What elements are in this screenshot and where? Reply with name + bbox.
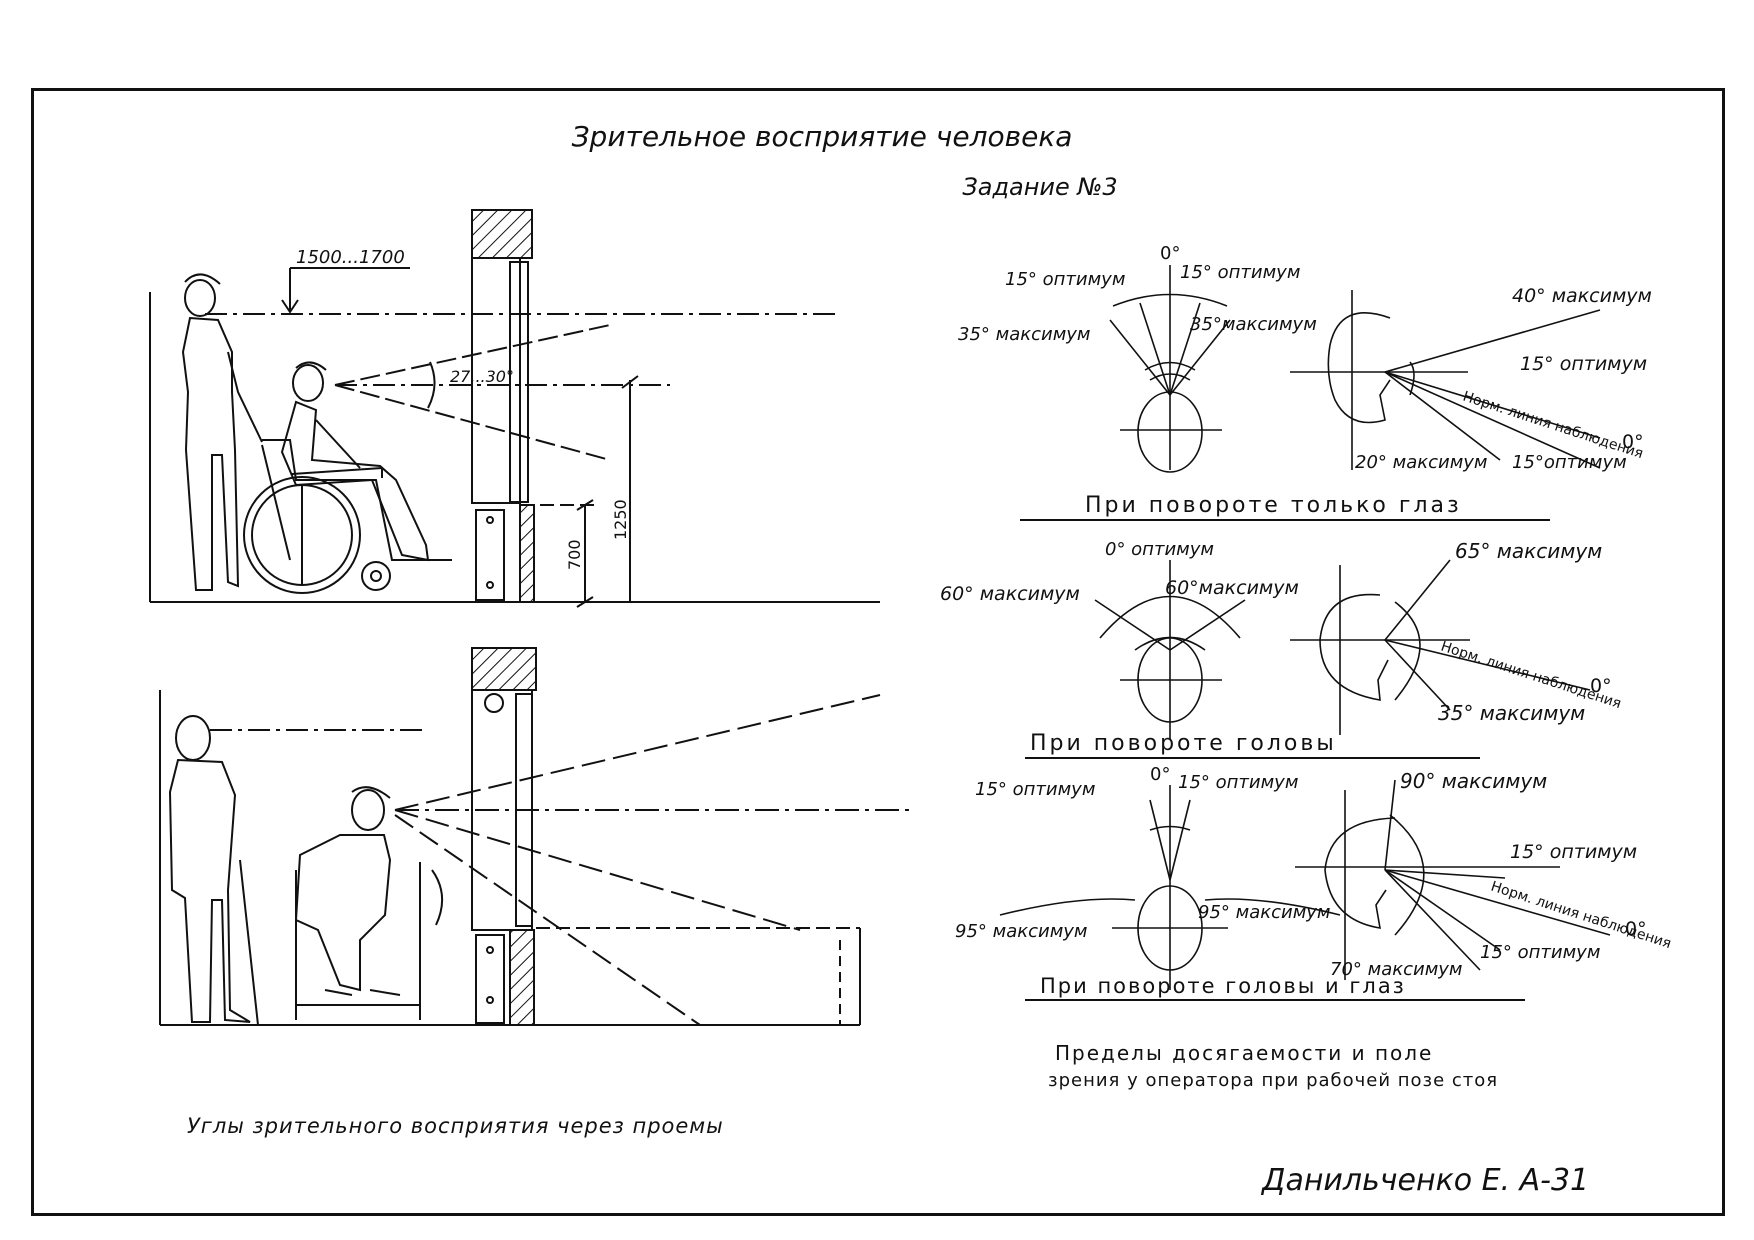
upper-scene (149, 209, 880, 608)
s1-side-40: 40° максимум (1512, 285, 1652, 307)
dim-angle: 27...30° (450, 367, 514, 386)
s3-side-15-bottom: 15° оптимум (1480, 942, 1600, 963)
s3-top-95-right: 95° максимум (1198, 902, 1331, 923)
s3-top-0: 0° (1150, 764, 1170, 785)
s2-title: При повороте головы (1030, 731, 1337, 756)
s3-title: При повороте головы и глаз (1040, 974, 1406, 998)
section3-side-view (1295, 779, 1611, 980)
s1-side-0: 0° (1622, 431, 1644, 453)
s2-side-35: 35° максимум (1438, 701, 1585, 725)
s2-top-60-left: 60° максимум (940, 583, 1080, 605)
page-title: Зрительное восприятие человека (572, 120, 1073, 153)
right-caption-line1: Пределы досягаемости и поле (1055, 1041, 1433, 1065)
s1-top-35-left: 35° максимум (958, 324, 1091, 345)
sheet-frame (31, 88, 1725, 1216)
s2-side-0: 0° (1590, 675, 1612, 697)
signature: Данильченко Е. А-31 (1260, 1163, 1589, 1198)
s3-side-15-top: 15° оптимум (1510, 841, 1637, 863)
dim-1250: 1250 (611, 499, 630, 540)
s3-side-0: 0° (1625, 918, 1647, 940)
section2-top-view (1094, 560, 1246, 740)
section1-top-view (1109, 265, 1231, 473)
s1-top-0: 0° (1160, 243, 1180, 264)
s2-side-65: 65° максимум (1455, 539, 1602, 563)
section1-side-view (1290, 290, 1601, 470)
s3-side-70: 70° максимум (1330, 959, 1463, 980)
lower-scene (159, 647, 910, 1026)
s2-top-0: 0° оптимум (1105, 539, 1214, 560)
page-subtitle: Задание №3 (962, 173, 1117, 201)
s3-side-90: 90° максимум (1400, 769, 1547, 793)
section3-top-view (999, 785, 1341, 990)
s3-top-95-left: 95° максимум (955, 921, 1088, 942)
s3-top-15-left: 15° оптимум (975, 779, 1095, 800)
dim-700: 700 (565, 539, 584, 570)
s1-side-20: 20° максимум (1355, 452, 1488, 473)
right-caption-line2: зрения у оператора при рабочей позе стоя (1048, 1070, 1498, 1091)
left-caption: Углы зрительного восприятия через проемы (187, 1114, 724, 1138)
dim-eye-height: 1500...1700 (296, 247, 405, 268)
s1-top-15-right: 15° оптимум (1180, 262, 1300, 283)
s1-side-15-top: 15° оптимум (1520, 353, 1647, 375)
s1-title: При повороте только глаз (1085, 493, 1462, 518)
s1-top-15-left: 15° оптимум (1005, 269, 1125, 290)
s1-side-15-bottom: 15°оптимум (1512, 452, 1627, 473)
s3-top-15-right: 15° оптимум (1178, 772, 1298, 793)
section2-side-view (1290, 559, 1591, 735)
s1-top-35-right: 35°максимум (1190, 314, 1317, 335)
s2-top-60-right: 60°максимум (1165, 577, 1299, 599)
